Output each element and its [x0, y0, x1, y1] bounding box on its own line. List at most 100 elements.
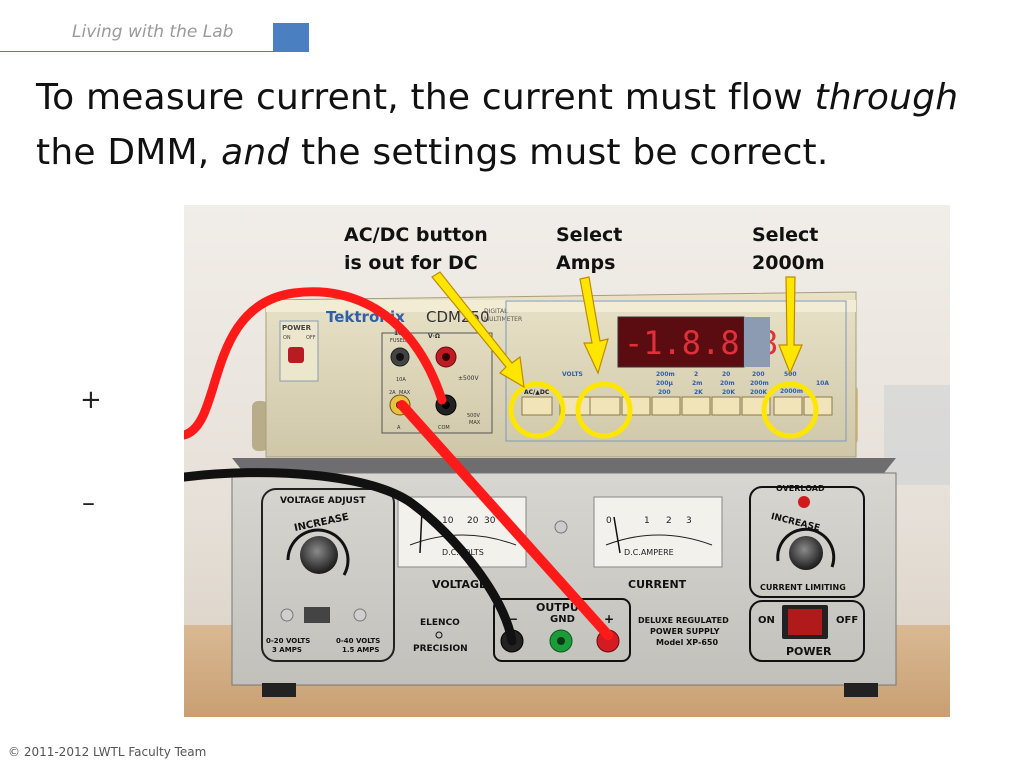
title-text-1: To measure current, the current must flo…: [36, 77, 815, 118]
jack-v-label: V·Ω: [428, 333, 440, 340]
callout-acdc-line1: AC/DC button: [344, 224, 488, 246]
voltage-label: VOLTAGE: [432, 578, 487, 591]
range-button-3[interactable]: [711, 396, 741, 416]
black-wire: [184, 468, 517, 646]
output-panel: [493, 598, 631, 662]
arrow-2000m: [778, 276, 803, 375]
psu-power-switch[interactable]: [788, 609, 822, 635]
callout-amps-line2: Amps: [556, 252, 615, 274]
callout-range-line2: 2000m: [752, 252, 825, 274]
amp-tick-3: 3: [686, 516, 692, 526]
callout-arrows: [431, 271, 803, 389]
callout-acdc-line2: is out for DC: [344, 252, 478, 274]
volt-tick-30: 30: [484, 516, 496, 526]
range-r1-4: 500: [784, 371, 797, 378]
volt-tick-10: 10: [442, 516, 454, 526]
range-r3-1: 2K: [694, 389, 703, 396]
range-r2-1: 2m: [692, 380, 702, 387]
red-wire-diagonal: [397, 400, 613, 640]
range-switch[interactable]: [304, 607, 330, 623]
dmm-power-button[interactable]: [288, 347, 304, 363]
overload-led: [798, 496, 810, 508]
psu-brand: ELENCO: [420, 618, 460, 628]
acdc-button[interactable]: [521, 396, 553, 416]
psu-power-label: POWER: [786, 645, 832, 658]
title-text-2: the DMM,: [36, 132, 222, 173]
dmm-power-label: POWER: [282, 324, 312, 332]
title-text-3: the settings must be correct.: [289, 132, 829, 173]
arrow-amps: [579, 276, 609, 375]
volts-label: VOLTS: [562, 371, 583, 378]
ammeter-unit: D.C.AMPERE: [624, 548, 674, 557]
dmm-model-sub1: DIGITAL: [484, 308, 508, 315]
psu-desc-3: Model XP-650: [656, 638, 718, 647]
title-emphasis-through: through: [814, 77, 959, 118]
output-minus-label: −: [508, 612, 518, 626]
psu-off-label: OFF: [836, 615, 858, 626]
range-r2-2: 20m: [720, 380, 735, 387]
amp-tick-0: 0: [606, 516, 612, 526]
jack-a-label: A: [397, 425, 401, 431]
polarity-minus: –: [82, 488, 95, 518]
header-accent-box: [273, 23, 309, 52]
highlight-2000m: [761, 381, 819, 439]
test-wires: [184, 287, 613, 646]
range-high-sub: 1.5 AMPS: [342, 646, 379, 654]
volt-tick-20: 20: [467, 516, 479, 526]
jack-com-label: COM: [438, 425, 450, 431]
range-button-1[interactable]: [651, 396, 681, 416]
current-limit-knob[interactable]: [789, 536, 823, 570]
range-button-2000m[interactable]: [773, 396, 803, 416]
rating-2a: 2A: [389, 390, 396, 396]
range-r2-3: 200m: [750, 380, 769, 387]
range-r2-4: 2000m: [780, 388, 803, 395]
gnd-label: GND: [550, 614, 575, 625]
range-low-sub: 3 AMPS: [272, 646, 302, 654]
range-r2-0: 200µ: [656, 380, 674, 387]
amps-button[interactable]: [589, 396, 621, 416]
highlight-amps: [575, 381, 633, 439]
rating-10a: 10A: [396, 377, 406, 383]
acdc-label: AC/▲DC: [524, 389, 550, 396]
range-low-label: 0-20 VOLTS: [266, 637, 310, 645]
jack-10a-sub: FUSED: [390, 338, 407, 344]
digital-multimeter: POWER ON OFF Tektronix CDM250 DIGITAL MU…: [252, 291, 858, 458]
psu-desc-2: POWER SUPPLY: [650, 627, 720, 636]
range-r1-1: 2: [694, 371, 698, 378]
range-r3-0: 200: [658, 389, 671, 396]
callout-amps-line1: Select: [556, 224, 622, 246]
overload-label: OVERLOAD: [776, 484, 825, 493]
range-r1-0: 200m: [656, 371, 675, 378]
title-emphasis-and: and: [221, 132, 290, 173]
range-10a: 10A: [816, 380, 829, 387]
ammeter: [593, 496, 723, 568]
power-supply: VOLTAGE ADJUST INCREASE 0-20 VOLTS 3 AMP…: [231, 458, 897, 697]
callout-range-line1: Select: [752, 224, 818, 246]
red-wire-top: [184, 287, 447, 440]
header-title: Living with the Lab: [72, 22, 234, 42]
voltage-adjust-knob[interactable]: [300, 536, 338, 574]
voltage-adjust-label: VOLTAGE ADJUST: [280, 496, 366, 506]
psu-on-label: ON: [758, 615, 775, 626]
psu-brand-sub: PRECISION: [413, 644, 468, 654]
amp-tick-2: 2: [666, 516, 672, 526]
current-label: CURRENT: [628, 578, 687, 591]
rating-500v-2: 500V: [467, 413, 481, 419]
current-limiting-label: CURRENT LIMITING: [760, 583, 846, 592]
rating-500v-max: MAX: [469, 420, 481, 426]
polarity-plus: +: [80, 385, 102, 415]
range-high-label: 0-40 VOLTS: [336, 637, 380, 645]
dmm-off-label: OFF: [306, 335, 316, 341]
amp-tick-1: 1: [644, 516, 650, 526]
range-button-2[interactable]: [681, 396, 711, 416]
max-label: MAX: [399, 390, 411, 396]
range-r1-3: 200: [752, 371, 765, 378]
slide-title: To measure current, the current must flo…: [36, 70, 996, 180]
range-r1-2: 20: [722, 371, 730, 378]
equipment-photo: POWER ON OFF Tektronix CDM250 DIGITAL MU…: [184, 205, 950, 717]
range-r3-3: 200K: [750, 389, 768, 396]
dmm-model-sub2: MULTIMETER: [484, 316, 522, 323]
range-r3-2: 20K: [722, 389, 735, 396]
highlight-circles: [508, 381, 819, 439]
psu-desc-1: DELUXE REGULATED: [638, 616, 729, 625]
